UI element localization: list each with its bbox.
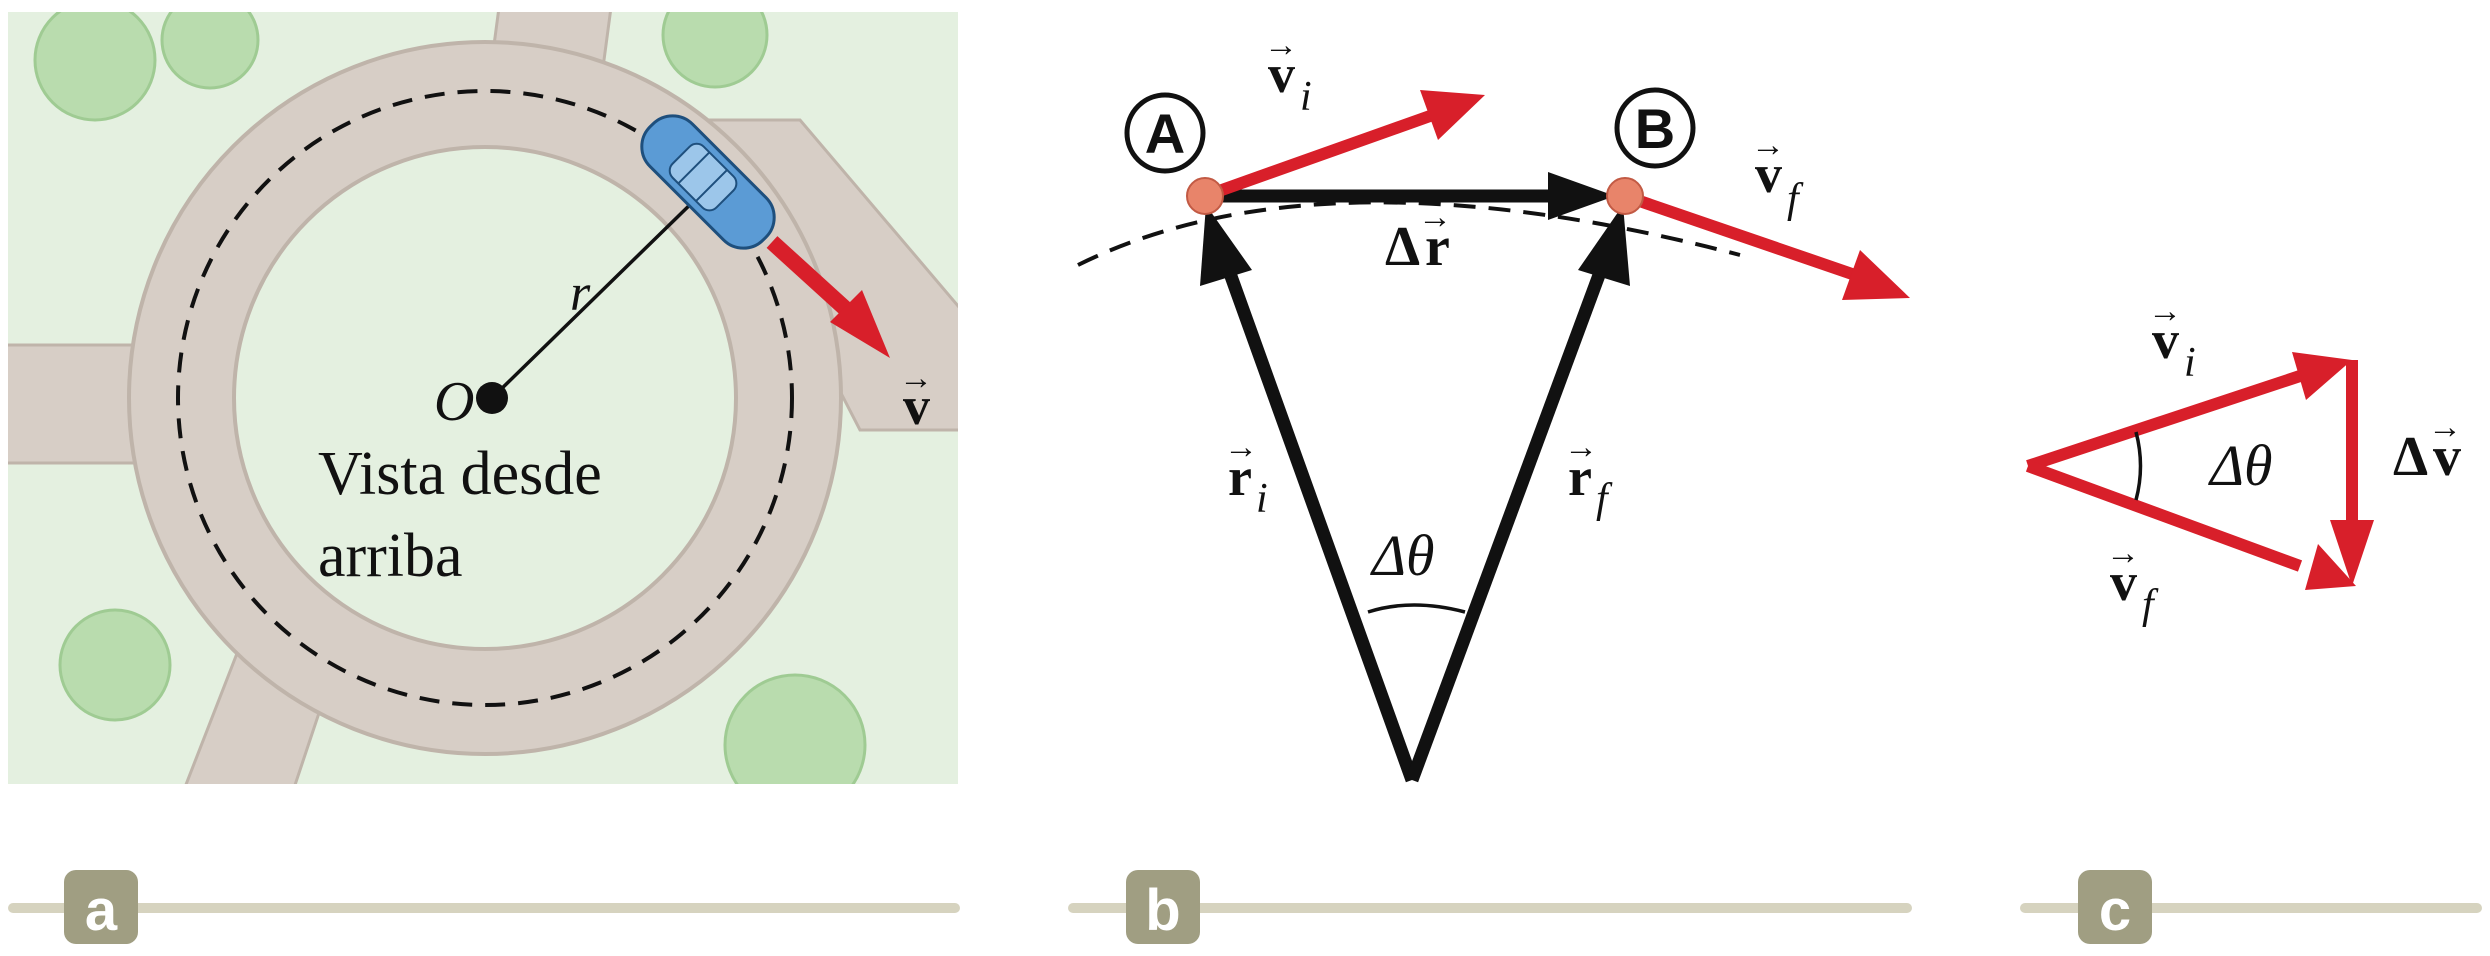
rf-label: r → f xyxy=(1564,429,1613,522)
dr-symbol: r xyxy=(1425,216,1450,278)
angle-label: Δθ xyxy=(2208,433,2273,498)
tree-icon xyxy=(33,12,157,122)
particle-point-b xyxy=(1606,177,1644,215)
circular-path xyxy=(176,89,794,707)
radius-line xyxy=(490,193,702,400)
vf-subscript: f xyxy=(2142,582,2159,628)
delta-v-arrowhead xyxy=(2330,520,2374,586)
ri-label: r → i xyxy=(1224,429,1268,522)
panel-c-label: c xyxy=(2099,878,2131,943)
vf-label: v → f xyxy=(1751,127,1804,222)
caption-line-2: arriba xyxy=(318,522,463,590)
point-a-circle xyxy=(1124,92,1206,174)
vi-subscript: i xyxy=(1300,74,1312,120)
vf-symbol: v xyxy=(1755,144,1782,204)
vi-vector xyxy=(2026,370,2302,472)
vi-symbol: v xyxy=(1268,44,1295,104)
vi-subscript: i xyxy=(2184,340,2196,386)
velocity-arrowhead xyxy=(830,290,890,358)
panel-a-label: a xyxy=(85,878,118,943)
vi-label: v → i xyxy=(2148,293,2196,386)
vector-arrow-icon: → xyxy=(1224,429,1258,466)
delta-v-label: Δ v → xyxy=(2393,409,2462,488)
panel-c: v → i v → f Δθ Δ v → c xyxy=(2020,293,2482,944)
panel-b-label-bar xyxy=(1068,903,1912,913)
vector-arrow-icon: → xyxy=(1264,27,1298,64)
caption-line-1: Vista desde xyxy=(318,440,602,508)
delta-r-label: Δ r → xyxy=(1385,199,1452,278)
rf-subscript: f xyxy=(1596,476,1613,522)
ri-vector xyxy=(1211,237,1419,783)
origin-label: O xyxy=(434,371,474,433)
origin-point xyxy=(476,382,508,414)
vector-arrow-icon: → xyxy=(2428,409,2462,446)
vi-arrowhead xyxy=(1420,90,1485,140)
tree-icon xyxy=(661,12,769,89)
point-a-label: A xyxy=(1145,102,1185,165)
velocity-label: v → xyxy=(899,360,933,436)
delta-symbol: Δ xyxy=(1385,216,1420,278)
panel-a-label-bar xyxy=(8,903,960,913)
panel-a: O r v → Vista desde arriba a xyxy=(8,12,960,944)
point-b-circle xyxy=(1614,87,1696,169)
vector-arrow-icon: → xyxy=(1751,127,1785,164)
ri-arrowhead xyxy=(1200,205,1252,286)
vector-arrow-icon: → xyxy=(1418,199,1452,236)
dv-symbol: v xyxy=(2433,426,2461,488)
tree-icon xyxy=(723,673,867,784)
vi-vector xyxy=(1202,110,1433,202)
rf-symbol: r xyxy=(1568,447,1592,507)
vector-arrow-icon: → xyxy=(2148,293,2182,330)
panel-a-badge xyxy=(64,870,138,944)
delta-symbol: Δ xyxy=(2393,426,2428,488)
panel-b-badge xyxy=(1126,870,1200,944)
rf-vector xyxy=(1405,237,1619,783)
vf-label: v → f xyxy=(2106,535,2159,628)
angle-arc xyxy=(1367,603,1466,614)
panel-b-label: b xyxy=(1145,878,1180,943)
angle-arc xyxy=(2134,431,2143,501)
vi-symbol: v xyxy=(2152,310,2179,370)
panel-c-badge xyxy=(2078,870,2152,944)
ri-subscript: i xyxy=(1256,476,1268,522)
vf-arrowhead xyxy=(1842,250,1910,300)
velocity-symbol: v xyxy=(903,376,930,436)
delta-r-arrowhead xyxy=(1548,172,1615,220)
car-icon xyxy=(640,114,776,250)
radius-label: r xyxy=(570,265,591,322)
point-b-label: B xyxy=(1635,97,1675,160)
panel-b: A B v → i v → f Δ r → r → i r → xyxy=(1068,27,1912,944)
vf-arrowhead xyxy=(2305,544,2356,590)
vf-vector xyxy=(2025,460,2303,572)
ri-symbol: r xyxy=(1228,447,1252,507)
vi-label: v → i xyxy=(1264,27,1312,120)
tree-icon xyxy=(160,12,260,90)
tree-icon xyxy=(58,608,172,722)
vector-arrow-icon: → xyxy=(2106,535,2140,572)
particle-point-a xyxy=(1186,177,1224,215)
trees xyxy=(33,12,867,784)
vf-symbol: v xyxy=(2110,552,2137,612)
vi-arrowhead xyxy=(2292,352,2352,400)
rf-arrowhead xyxy=(1578,205,1630,286)
vector-arrow-icon: → xyxy=(1564,429,1598,466)
vf-vector xyxy=(1623,190,1857,281)
angle-label: Δθ xyxy=(1370,523,1435,588)
vector-arrow-icon: → xyxy=(899,360,933,397)
vf-subscript: f xyxy=(1787,176,1804,222)
path-arc xyxy=(1077,200,1741,267)
